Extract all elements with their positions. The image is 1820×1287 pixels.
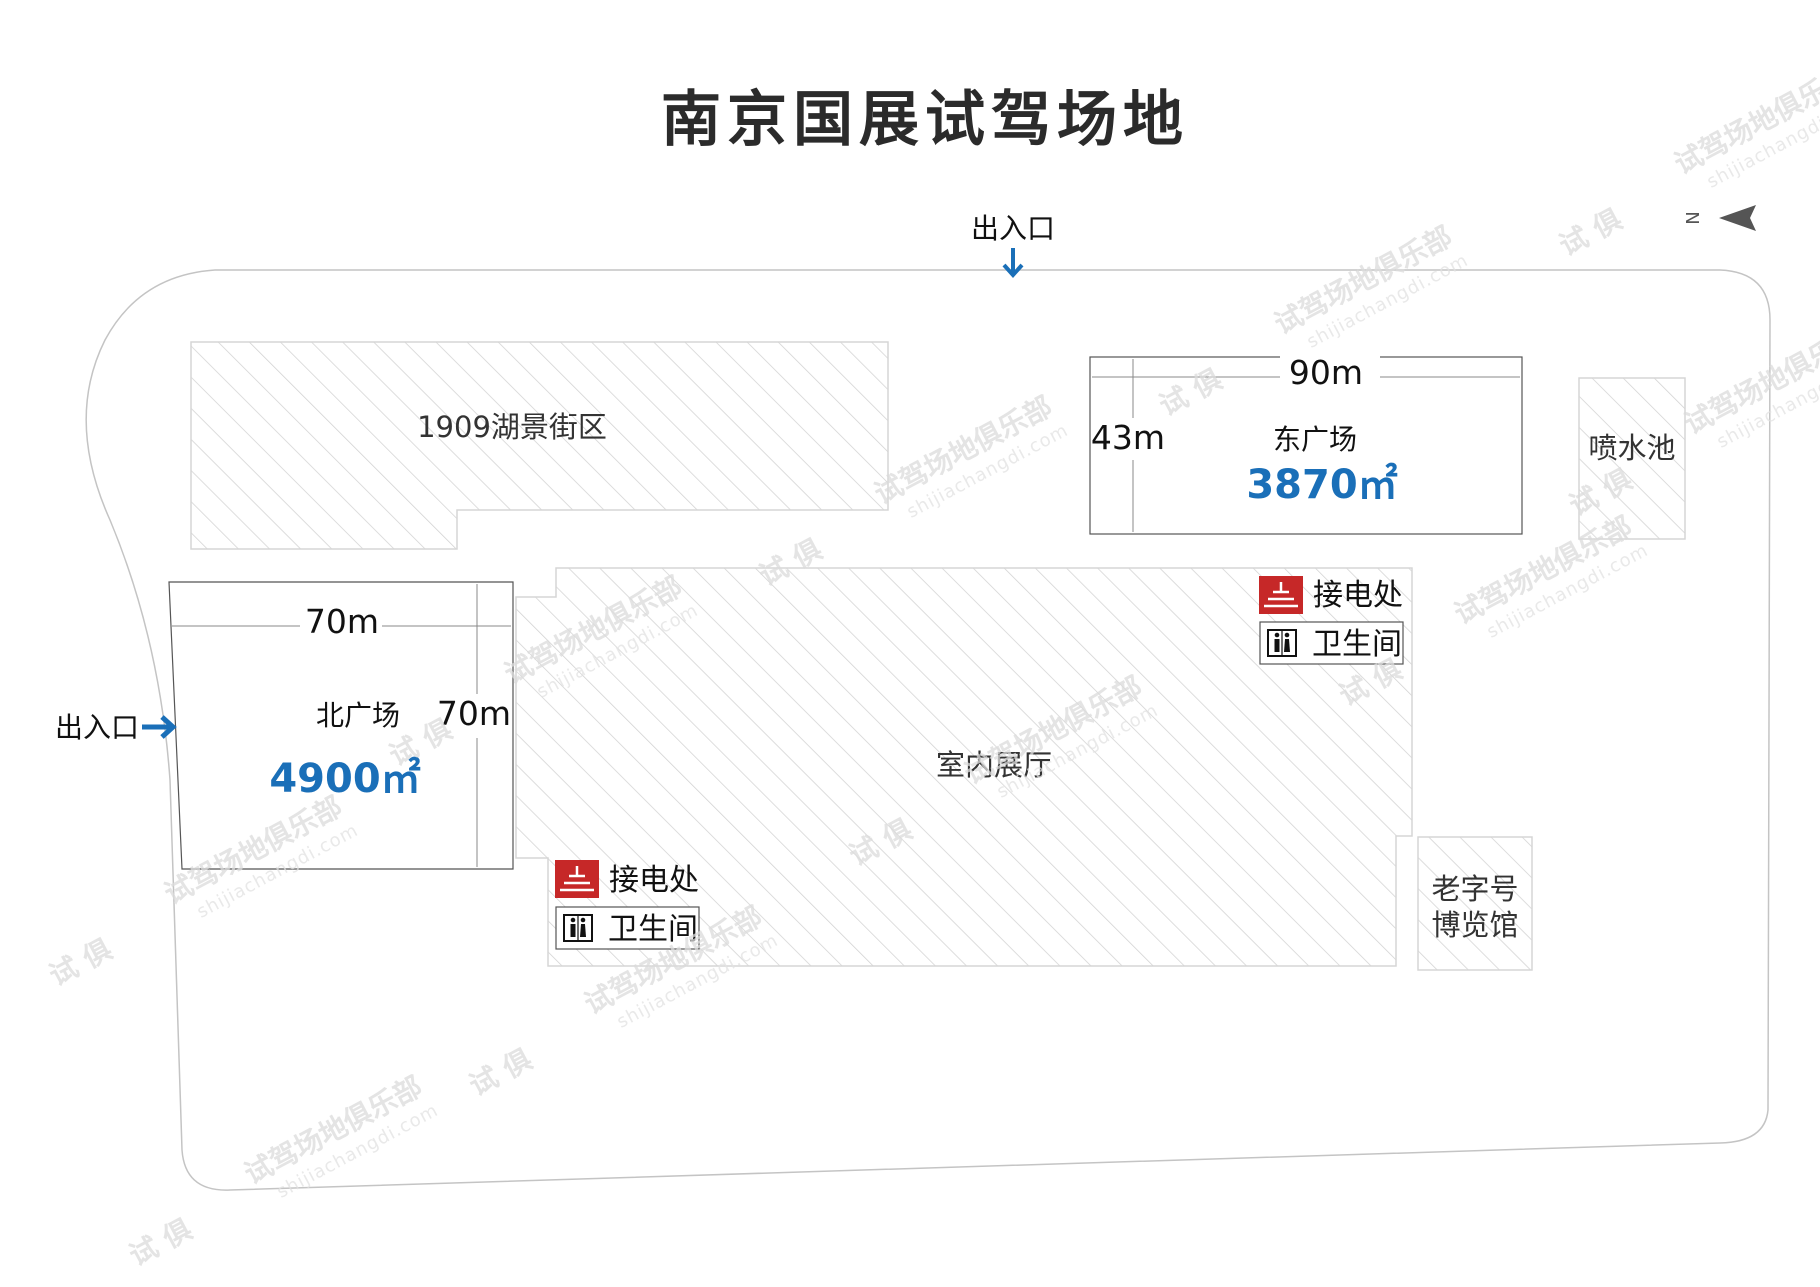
- power-point-icon: [555, 860, 599, 898]
- restroom-badge-hall-right: 卫生间: [1259, 621, 1404, 665]
- north-arrow-icon: [1719, 205, 1756, 231]
- east-square-depth: 43m: [1091, 418, 1165, 457]
- east-square-area: 3870㎡: [1246, 462, 1397, 508]
- arrow-right-icon: [142, 715, 177, 739]
- watermark-mark: 试 俱: [44, 932, 118, 992]
- power-point-icon: [1259, 576, 1303, 614]
- east-square-width: 90m: [1289, 353, 1363, 392]
- lake-district-label: 1909湖景街区: [417, 410, 607, 444]
- compass-north-label: N: [1683, 211, 1704, 224]
- north-square-area: 4900㎡: [269, 756, 420, 802]
- north-square-label: 北广场: [316, 699, 400, 732]
- reception-badge-hall-left: 接电处: [555, 860, 699, 898]
- north-square-zone: [168, 581, 514, 870]
- fountain-label: 喷水池: [1588, 431, 1675, 465]
- watermark-mark: 试 俱: [124, 1212, 198, 1272]
- page-title: 南京国展试驾场地: [661, 85, 1189, 155]
- indoor-hall-label: 室内展厅: [936, 748, 1052, 782]
- lake-district-zone: [190, 341, 889, 550]
- entrance-top-label: 出入口: [971, 212, 1055, 245]
- north-square-depth: 70m: [437, 694, 511, 733]
- museum-zone: [1417, 836, 1533, 971]
- restroom-badge-hall-left: 卫生间: [555, 906, 700, 950]
- restroom-label: 卫生间: [1312, 627, 1402, 662]
- indoor-hall-zone: [515, 567, 1413, 967]
- arrow-down-icon: [1002, 248, 1024, 278]
- museum-label-line1: 老字号: [1431, 872, 1518, 906]
- museum-label-line2: 博览馆: [1431, 908, 1518, 942]
- reception-label: 接电处: [609, 863, 699, 898]
- compass: N: [1683, 205, 1756, 231]
- watermark-mark: 试 俱: [1554, 202, 1628, 262]
- restroom-icon: [1267, 629, 1297, 657]
- entrance-left-label: 出入口: [55, 711, 139, 744]
- restroom-icon: [563, 914, 593, 942]
- east-square-label: 东广场: [1273, 423, 1357, 456]
- fountain-zone: [1578, 377, 1686, 540]
- north-square-width: 70m: [305, 602, 379, 641]
- reception-label: 接电处: [1313, 578, 1403, 613]
- watermark: 试 俱 试驾场地俱乐部 shijiachangdi.com: [1554, 60, 1820, 263]
- restroom-label: 卫生间: [608, 912, 698, 947]
- reception-badge-hall-right: 接电处: [1259, 576, 1403, 614]
